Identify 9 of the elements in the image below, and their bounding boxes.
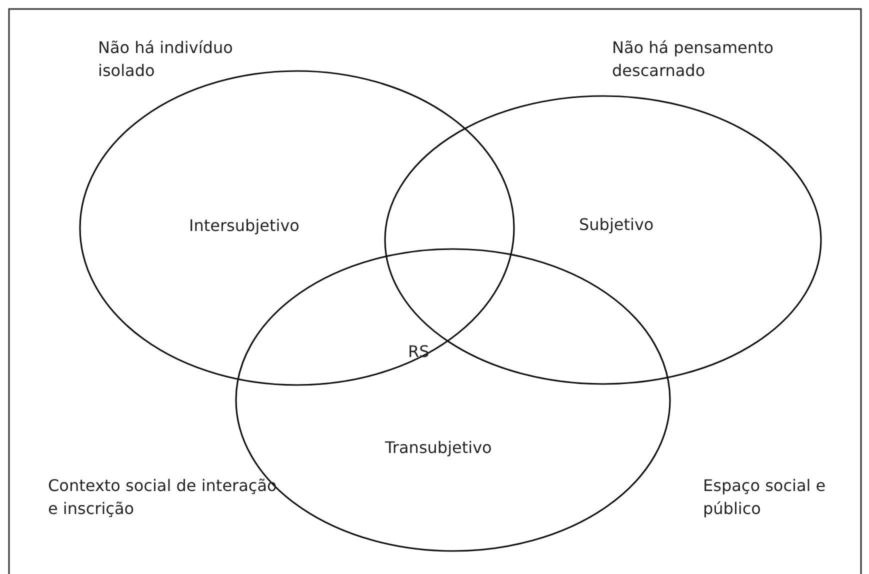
set-label: Transubjetivo — [385, 438, 492, 457]
note: Não há indivíduo isolado — [98, 37, 234, 82]
venn-ellipse — [384, 95, 822, 385]
note: Não há pensamento descarnado — [612, 37, 775, 82]
intersection-label: RS — [408, 341, 430, 363]
note: Contexto social de interação e inscrição — [48, 475, 278, 520]
set-label: Subjetivo — [579, 215, 654, 234]
note: Espaço social e público — [703, 475, 827, 520]
set-label: Intersubjetivo — [189, 216, 300, 235]
